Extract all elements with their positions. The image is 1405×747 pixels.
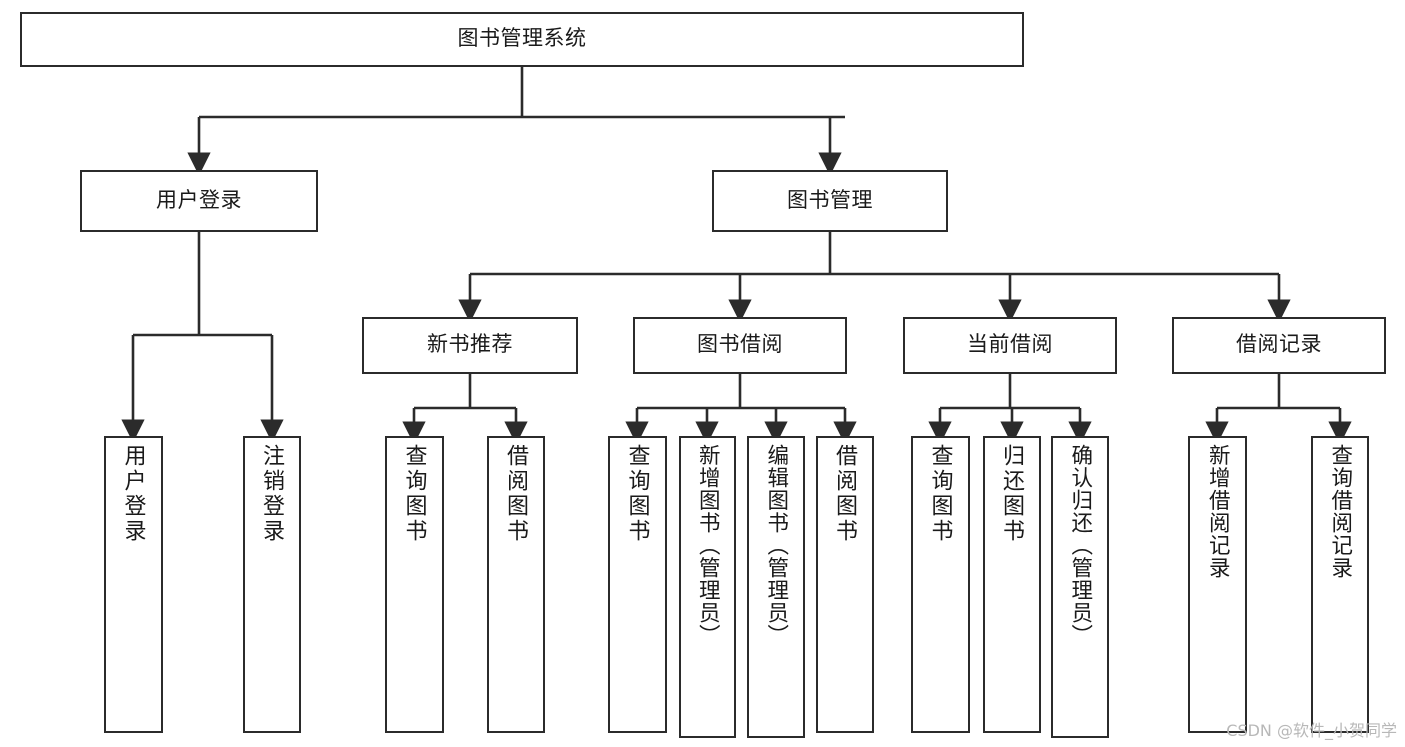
leaf-borrow-books-label: 借阅图书: [833, 444, 858, 544]
leaf-borrow-books-recommend[interactable]: 借阅图书: [487, 436, 545, 733]
leaf-add-book-admin[interactable]: 新增图书（管理员）: [679, 436, 736, 738]
node-book-borrow[interactable]: 图书借阅: [633, 317, 847, 374]
leaf-add-borrow-record-label: 新增借阅记录: [1206, 444, 1231, 579]
leaf-logout-label: 注销登录: [260, 444, 285, 544]
leaf-return-books-label: 归还图书: [1000, 444, 1025, 544]
node-current-borrow-label: 当前借阅: [967, 333, 1053, 357]
node-book-borrow-label: 图书借阅: [697, 333, 783, 357]
leaf-borrow-books-recommend-label: 借阅图书: [504, 444, 529, 544]
node-root[interactable]: 图书管理系统: [20, 12, 1024, 67]
leaf-query-books-borrow-label: 查询图书: [625, 444, 651, 544]
node-borrow-records-label: 借阅记录: [1236, 333, 1322, 357]
leaf-borrow-books[interactable]: 借阅图书: [816, 436, 874, 733]
leaf-query-books-current[interactable]: 查询图书: [911, 436, 970, 733]
node-book-management[interactable]: 图书管理: [712, 170, 948, 232]
node-current-borrow[interactable]: 当前借阅: [903, 317, 1117, 374]
leaf-query-books-current-label: 查询图书: [928, 444, 954, 544]
node-borrow-records[interactable]: 借阅记录: [1172, 317, 1386, 374]
leaf-query-borrow-record[interactable]: 查询借阅记录: [1311, 436, 1369, 733]
leaf-logout[interactable]: 注销登录: [243, 436, 301, 733]
leaf-add-book-admin-label: 新增图书（管理员）: [696, 444, 721, 647]
leaf-confirm-return-admin-label: 确认归还（管理员）: [1068, 444, 1093, 647]
leaf-user-login[interactable]: 用户登录: [104, 436, 163, 733]
leaf-add-borrow-record[interactable]: 新增借阅记录: [1188, 436, 1247, 733]
node-new-book-recommend-label: 新书推荐: [427, 333, 513, 357]
node-book-management-label: 图书管理: [787, 188, 873, 212]
leaf-return-books[interactable]: 归还图书: [983, 436, 1041, 733]
leaf-query-books-recommend[interactable]: 查询图书: [385, 436, 444, 733]
node-user-login-label: 用户登录: [156, 188, 242, 212]
csdn-watermark: CSDN @软件_小贺同学: [1226, 721, 1397, 740]
leaf-query-borrow-record-label: 查询借阅记录: [1328, 444, 1353, 579]
leaf-confirm-return-admin[interactable]: 确认归还（管理员）: [1051, 436, 1109, 738]
node-user-login[interactable]: 用户登录: [80, 170, 318, 232]
node-root-label: 图书管理系统: [457, 27, 587, 51]
leaf-query-books-recommend-label: 查询图书: [402, 444, 428, 544]
leaf-edit-book-admin-label: 编辑图书（管理员）: [764, 444, 789, 647]
leaf-user-login-label: 用户登录: [121, 444, 147, 544]
leaf-edit-book-admin[interactable]: 编辑图书（管理员）: [747, 436, 805, 738]
node-new-book-recommend[interactable]: 新书推荐: [362, 317, 578, 374]
leaf-query-books-borrow[interactable]: 查询图书: [608, 436, 667, 733]
